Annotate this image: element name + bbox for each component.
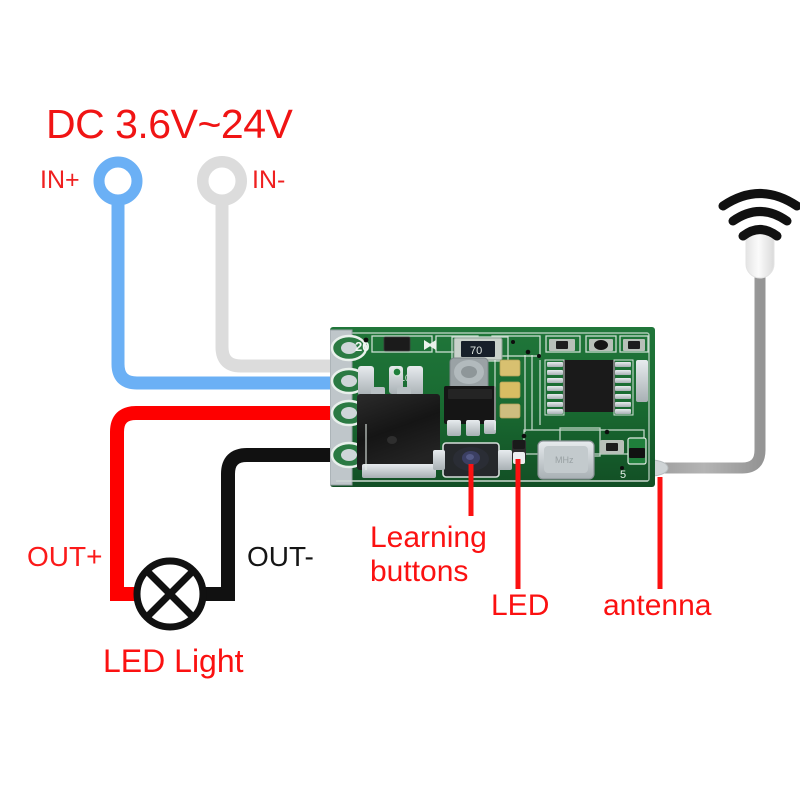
in-negative-wire [197,156,359,373]
pcb-relay-module: 20 10 70 [330,327,655,487]
label-led-light: LED Light [103,643,244,679]
label-antenna: antenna [603,589,712,622]
svg-text:20: 20 [355,339,369,354]
label-led: LED [491,589,550,622]
label-out-positive: OUT+ [27,541,103,572]
label-in-negative: IN- [252,166,286,194]
lamp-symbol-icon [133,557,207,631]
page-title: DC 3.6V~24V [46,101,293,147]
svg-text:70: 70 [470,345,482,357]
label-in-positive: IN+ [40,166,80,194]
out-positive-wire [110,406,352,601]
ic-chip [544,359,634,416]
learning-button-switch [433,442,512,478]
label-out-negative: OUT- [247,541,314,572]
svg-text:10: 10 [400,373,410,383]
wifi-signal-icon [718,189,800,241]
label-learning-buttons-line2: buttons [370,555,469,588]
svg-text:5: 5 [620,469,626,481]
in-positive-wire [93,156,359,390]
label-learning-buttons-line1: Learning [370,521,487,554]
crystal-oscillator: MHz [537,440,595,480]
svg-text:MHz: MHz [555,455,574,465]
out-negative-wire [197,448,352,601]
